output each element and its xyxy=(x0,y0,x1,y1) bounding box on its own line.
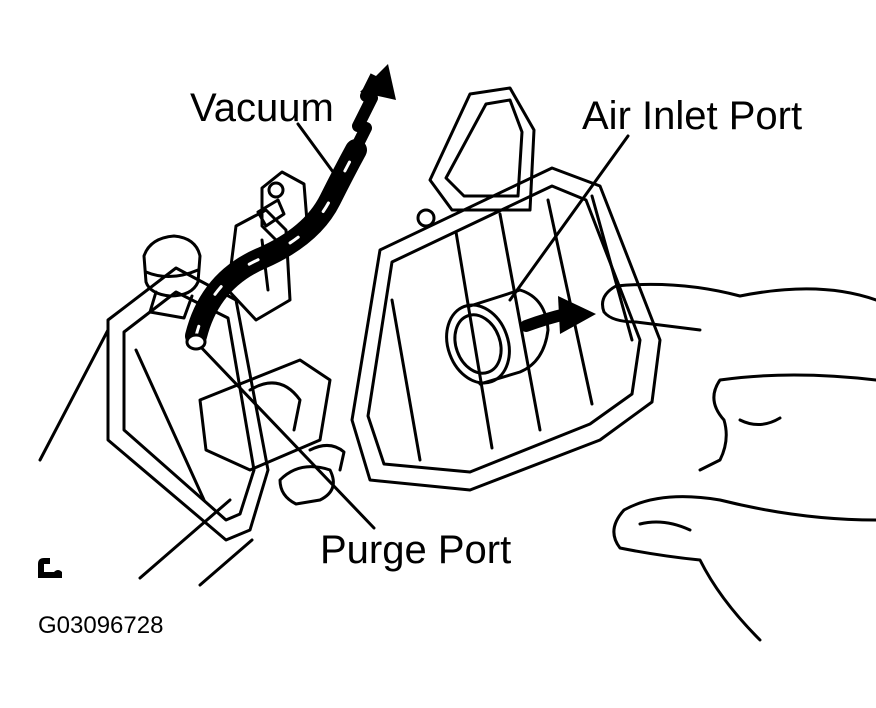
purge-port-opening xyxy=(185,333,207,351)
purge-port-label: Purge Port xyxy=(320,528,512,572)
air-inlet-nozzle xyxy=(445,288,550,386)
canister-body xyxy=(350,166,662,492)
mounting-bracket xyxy=(38,266,270,587)
figure-id: G03096728 xyxy=(38,612,164,639)
vacuum-leader-line xyxy=(296,122,338,178)
air-inlet-leader-line xyxy=(508,134,630,302)
air-inlet-port-label: Air Inlet Port xyxy=(582,94,803,138)
lower-housing xyxy=(198,358,346,506)
vacuum-arrow-icon xyxy=(344,64,396,163)
upper-bracket xyxy=(416,86,536,228)
purge-leader-line xyxy=(194,340,376,530)
wrench-symbol-icon xyxy=(38,558,62,578)
hand xyxy=(601,282,876,642)
airflow-arrow-icon xyxy=(520,296,596,334)
left-cap xyxy=(142,234,202,320)
vacuum-hose-highlight xyxy=(194,148,358,338)
vacuum-label: Vacuum xyxy=(190,86,334,130)
